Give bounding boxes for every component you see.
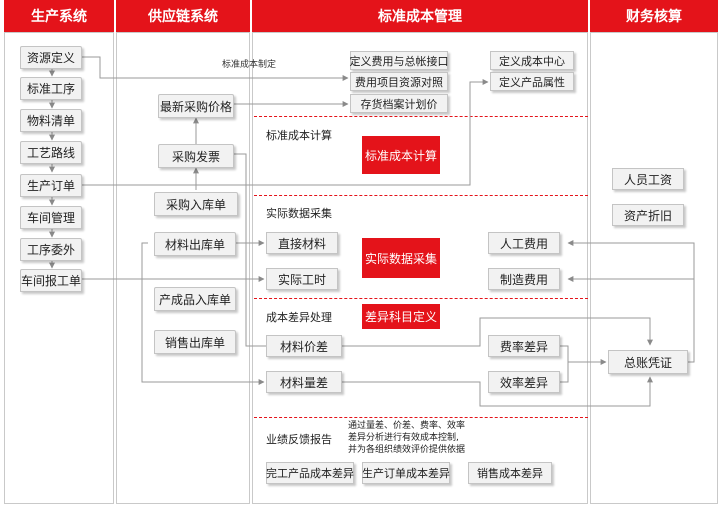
inventory-plan-price[interactable]: 存货档案计划价 (350, 94, 448, 113)
std-setting-label: 标准成本制定 (222, 60, 277, 70)
report-finished-product-variance[interactable]: 完工产品成本差异 (266, 462, 354, 484)
production-item[interactable]: 工艺路线 (20, 141, 82, 164)
feedback-note-line: 通过量差、价差、费率、效率 (348, 421, 466, 431)
feedback-note-line: 差异分析进行有效成本控制, (348, 433, 459, 443)
latest-purchase-price[interactable]: 最新采购价格 (158, 94, 234, 118)
production-item[interactable]: 车间管理 (20, 206, 82, 229)
header-standard-cost: 标准成本管理 (252, 0, 588, 32)
production-item[interactable]: 物料清单 (20, 109, 82, 132)
define-cost-center[interactable]: 定义成本中心 (490, 51, 574, 70)
header-finance: 财务核算 (590, 0, 718, 32)
general-ledger-voucher[interactable]: 总账凭证 (608, 350, 688, 374)
staff-salary[interactable]: 人员工资 (612, 168, 684, 190)
actual-collect-label: 实际数据采集 (266, 207, 332, 220)
report-sales-cost-variance[interactable]: 销售成本差异 (468, 462, 552, 484)
feedback-label: 业绩反馈报告 (266, 433, 332, 446)
material-price-variance[interactable]: 材料价差 (266, 335, 342, 357)
feedback-note-line: 并为各组织绩效评价提供依据 (348, 445, 466, 455)
material-outbound[interactable]: 材料出库单 (154, 232, 236, 256)
production-item[interactable]: 车间报工单 (20, 269, 82, 292)
material-quantity-variance[interactable]: 材料量差 (266, 371, 342, 393)
production-item[interactable]: 标准工序 (20, 77, 82, 100)
section-divider (254, 298, 588, 299)
actual-collect-button[interactable]: 实际数据采集 (362, 238, 440, 278)
report-production-order-variance[interactable]: 生产订单成本差异 (362, 462, 450, 484)
section-divider (254, 195, 588, 196)
define-fee-interface[interactable]: 定义费用与总帐接口 (350, 51, 449, 70)
actual-hours[interactable]: 实际工时 (266, 268, 338, 290)
labor-cost[interactable]: 人工费用 (488, 232, 560, 254)
std-calc-label: 标准成本计算 (266, 129, 332, 142)
sales-outbound[interactable]: 销售出库单 (154, 330, 236, 354)
variance-account-button[interactable]: 差异科目定义 (362, 304, 440, 329)
production-item[interactable]: 资源定义 (20, 46, 82, 69)
purchase-receipt[interactable]: 采购入库单 (154, 192, 238, 216)
header-supply-chain: 供应链系统 (116, 0, 250, 32)
std-calc-button[interactable]: 标准成本计算 (362, 136, 440, 174)
section-divider (254, 417, 588, 418)
rate-variance[interactable]: 费率差异 (488, 335, 560, 357)
fee-resource-map[interactable]: 费用项目资源对照 (350, 72, 448, 91)
define-product-attr[interactable]: 定义产品属性 (490, 72, 574, 91)
variance-label: 成本差异处理 (266, 311, 332, 324)
product-inbound[interactable]: 产成品入库单 (154, 287, 236, 311)
production-item[interactable]: 工序委外 (20, 238, 82, 261)
header-production: 生产系统 (4, 0, 114, 32)
feedback-note: 通过量差、价差、费率、效率 差异分析进行有效成本控制, 并为各组织绩效评价提供依… (348, 420, 465, 456)
section-divider (254, 116, 588, 117)
purchase-invoice[interactable]: 采购发票 (158, 144, 234, 168)
efficiency-variance[interactable]: 效率差异 (488, 371, 560, 393)
direct-material[interactable]: 直接材料 (266, 232, 338, 254)
manufacturing-cost[interactable]: 制造费用 (488, 268, 560, 290)
production-item[interactable]: 生产订单 (20, 174, 82, 197)
column-finance (590, 32, 718, 504)
asset-depreciation[interactable]: 资产折旧 (612, 204, 684, 226)
